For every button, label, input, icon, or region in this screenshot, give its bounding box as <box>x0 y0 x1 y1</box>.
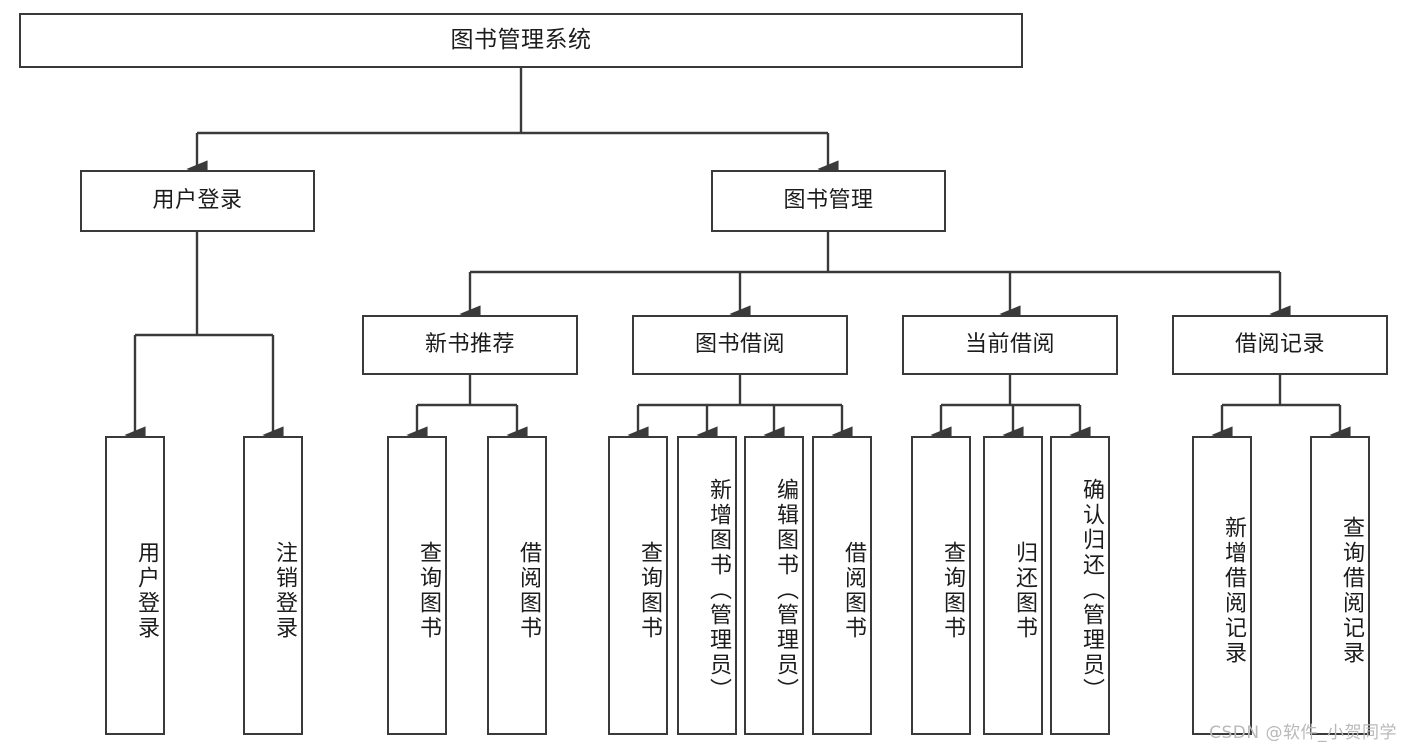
edge-path-group <box>124 68 1351 444</box>
node-leaf-bor-add-book-label: 新增图书（管理员） <box>706 478 731 703</box>
node-leaf-cur-confirm-return-label: 确认归还（管理员） <box>1079 478 1104 703</box>
node-new-book-rec[interactable]: 新书推荐 <box>362 315 578 375</box>
node-book-borrow-label: 图书借阅 <box>694 332 785 358</box>
node-leaf-rec-query-book[interactable]: 查询图书 <box>387 436 447 735</box>
node-current-borrow[interactable]: 当前借阅 <box>902 315 1118 375</box>
node-leaf-cur-query-book[interactable]: 查询图书 <box>911 436 971 735</box>
node-leaf-rec-query-book-label: 查询图书 <box>416 540 441 641</box>
node-leaf-bor-add-book[interactable]: 新增图书（管理员） <box>677 436 737 735</box>
node-leaf-bor-edit-book[interactable]: 编辑图书（管理员） <box>744 436 804 735</box>
node-leaf-rec-borrow-book-label: 借阅图书 <box>516 540 541 641</box>
node-leaf-cur-query-book-label: 查询图书 <box>940 540 965 641</box>
node-leaf-bor-borrow-book-label: 借阅图书 <box>841 540 866 641</box>
node-user-login-label: 用户登录 <box>152 188 243 214</box>
node-leaf-bor-query-book-label: 查询图书 <box>637 540 662 641</box>
node-leaf-rec-query-record[interactable]: 查询借阅记录 <box>1310 436 1370 735</box>
node-leaf-user-logout-label: 注销登录 <box>272 540 297 641</box>
node-leaf-bor-query-book[interactable]: 查询图书 <box>608 436 668 735</box>
node-borrow-record[interactable]: 借阅记录 <box>1172 315 1388 375</box>
node-root[interactable]: 图书管理系统 <box>19 13 1023 68</box>
node-book-manage[interactable]: 图书管理 <box>711 170 946 232</box>
node-leaf-user-logout[interactable]: 注销登录 <box>243 436 303 735</box>
node-leaf-rec-query-record-label: 查询借阅记录 <box>1339 515 1364 666</box>
node-leaf-user-login[interactable]: 用户登录 <box>105 436 165 735</box>
node-leaf-rec-add-record[interactable]: 新增借阅记录 <box>1192 436 1252 735</box>
node-leaf-user-login-label: 用户登录 <box>134 540 159 641</box>
csdn-watermark: CSDN @软件_小贺同学 <box>1209 723 1397 743</box>
node-user-login[interactable]: 用户登录 <box>80 170 315 232</box>
node-leaf-rec-add-record-label: 新增借阅记录 <box>1221 515 1246 666</box>
node-borrow-record-label: 借阅记录 <box>1234 332 1325 358</box>
node-leaf-cur-return-book[interactable]: 归还图书 <box>983 436 1043 735</box>
node-leaf-rec-borrow-book[interactable]: 借阅图书 <box>487 436 547 735</box>
node-leaf-bor-borrow-book[interactable]: 借阅图书 <box>812 436 872 735</box>
node-book-borrow[interactable]: 图书借阅 <box>632 315 848 375</box>
node-leaf-bor-edit-book-label: 编辑图书（管理员） <box>773 478 798 703</box>
node-new-book-rec-label: 新书推荐 <box>424 332 515 358</box>
node-root-label: 图书管理系统 <box>450 27 592 54</box>
node-current-borrow-label: 当前借阅 <box>964 332 1055 358</box>
node-book-manage-label: 图书管理 <box>783 188 874 214</box>
node-leaf-cur-return-book-label: 归还图书 <box>1012 540 1037 641</box>
node-leaf-cur-confirm-return[interactable]: 确认归还（管理员） <box>1050 436 1110 735</box>
